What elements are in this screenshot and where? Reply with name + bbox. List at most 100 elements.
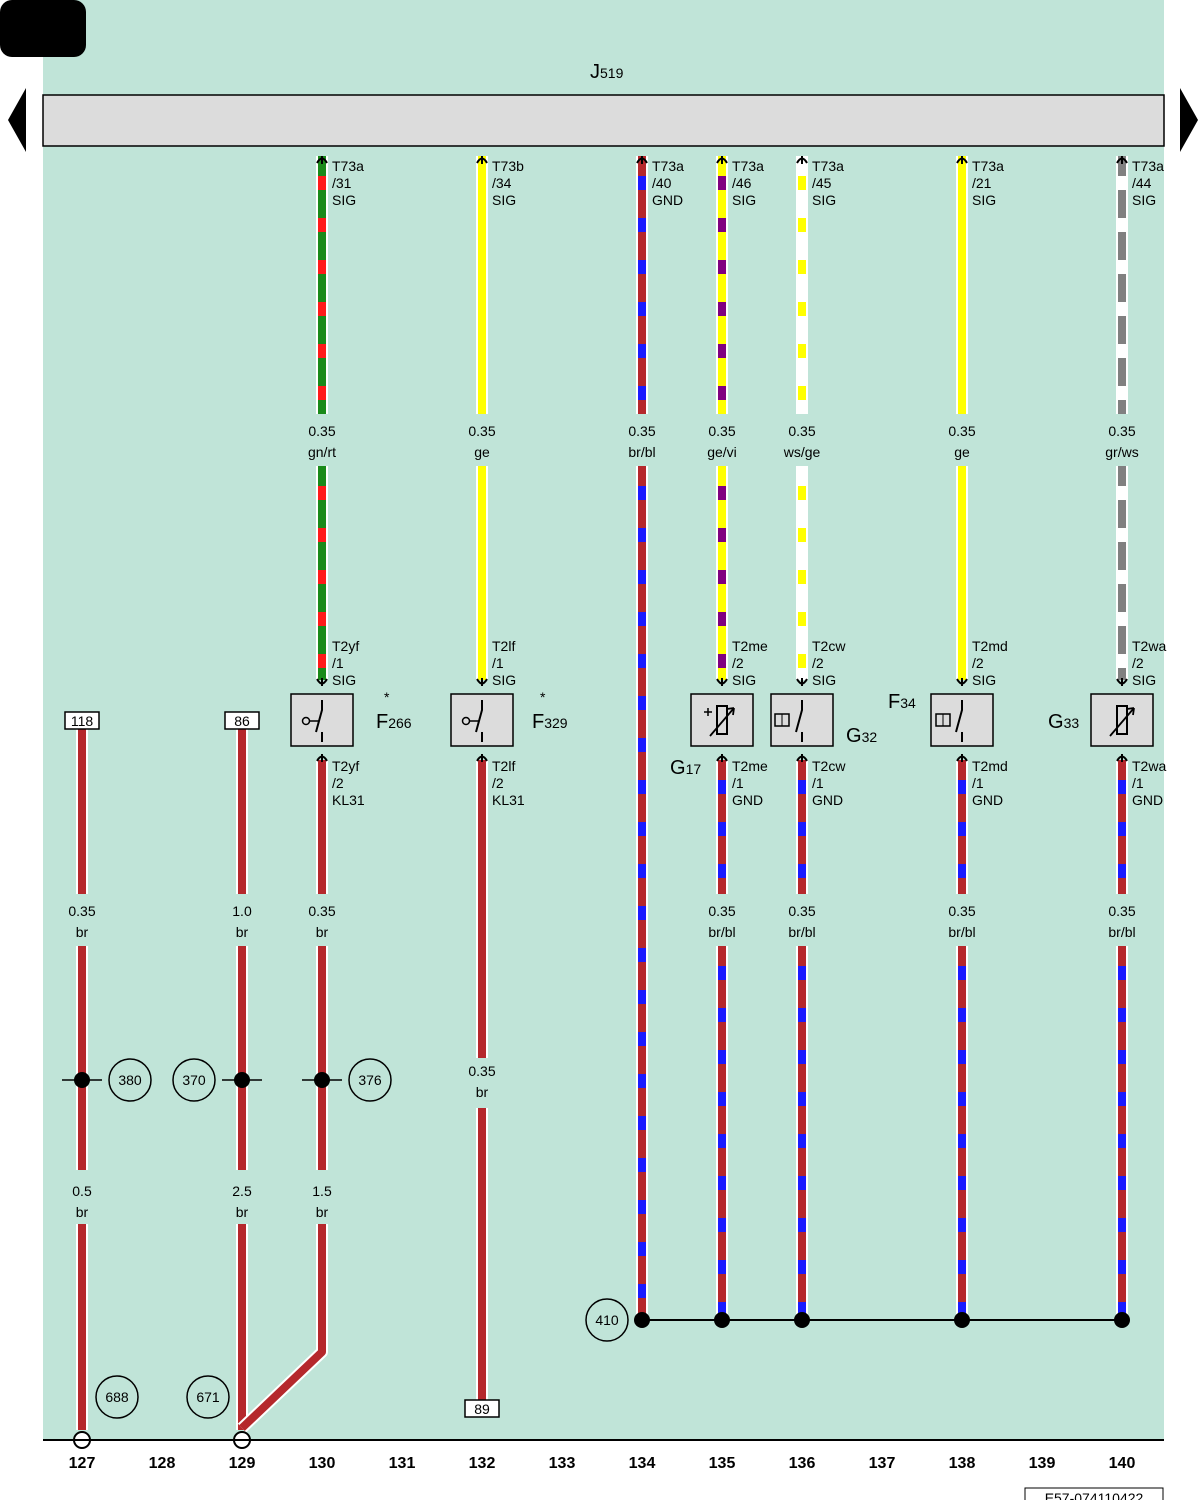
component-G32 <box>770 693 834 747</box>
component-F266-bottom-pin-2: KL31 <box>332 792 365 808</box>
column-number: 127 <box>69 1455 96 1472</box>
circle-ref-370: 370 <box>182 1072 206 1088</box>
top-wire-134-label-color: br/bl <box>628 444 655 460</box>
component-F329-pressure-icon <box>461 716 471 726</box>
doc-code: E57-074110422 <box>1045 1490 1144 1500</box>
component-G32-sender-icon <box>795 700 803 742</box>
top-wire-138-pin-0: T73a <box>972 158 1004 174</box>
column-number: 129 <box>229 1455 256 1472</box>
lower-wire-129-label-color: br <box>236 924 249 940</box>
lower-wire-127-label-size: 0.35 <box>68 903 95 919</box>
ground-bus-dot-138 <box>954 1312 970 1328</box>
top-wire-130-pin-0: T73a <box>332 158 364 174</box>
top-wire-132-label-size: 0.35 <box>468 423 495 439</box>
previous-page-arrow-icon[interactable] <box>8 88 26 152</box>
circle-ref-688-ring <box>95 1375 139 1419</box>
component-G17-top-pin-0: T2me <box>732 638 768 654</box>
column-number: 140 <box>1109 1455 1136 1472</box>
top-wire-140-pin-1: /44 <box>1132 175 1152 191</box>
component-G32-letter: G <box>846 725 862 747</box>
component-F329-top-pin-2: SIG <box>492 672 516 688</box>
lower-wire-132-label-color: br <box>476 1084 489 1100</box>
component-G33-variable-arrow-icon <box>1109 707 1135 737</box>
component-G33-designator: G33 <box>1048 711 1079 733</box>
component-F266-bottom-pin-1: /2 <box>332 775 344 791</box>
control-unit-letter: J <box>590 61 600 83</box>
circle-ref-376-ring <box>348 1058 392 1102</box>
lower-wire-135-label-size: 0.35 <box>708 903 735 919</box>
component-F34 <box>930 693 994 747</box>
component-F266-asterisk: * <box>384 689 390 705</box>
component-F266-top-pin-2: SIG <box>332 672 356 688</box>
next-page-arrow-icon[interactable] <box>1180 88 1198 152</box>
top-wire-132-pin-0: T73b <box>492 158 524 174</box>
circle-ref-370-ring <box>172 1058 216 1102</box>
lower-wire-136-label-color: br/bl <box>788 924 815 940</box>
column-number: 128 <box>149 1455 176 1472</box>
top-wire-138-pin-1: /21 <box>972 175 992 191</box>
labels-layer: 0.35gn/rtT73a/31SIG0.35geT73b/34SIG0.35b… <box>68 158 1166 1417</box>
top-wire-136-pin-1: /45 <box>812 175 832 191</box>
lower-wire-140-label-color: br/bl <box>1108 924 1135 940</box>
component-F266-top-pin-0: T2yf <box>332 638 359 654</box>
bottom-wire-127-label-color: br <box>76 1204 89 1220</box>
bottom-wire-130-label-color: br <box>316 1204 329 1220</box>
lower-wire-132-label-size: 0.35 <box>468 1063 495 1079</box>
lower-wire-130-label-size: 0.35 <box>308 903 335 919</box>
component-F266 <box>290 693 354 747</box>
splice-130-dot <box>314 1072 330 1088</box>
top-wire-135-label-size: 0.35 <box>708 423 735 439</box>
column-number: 135 <box>709 1455 736 1472</box>
ground-bus-dot-140 <box>1114 1312 1130 1328</box>
circle-ref-688: 688 <box>105 1389 129 1405</box>
component-F34-letter: F <box>888 691 900 713</box>
control-unit-number: 519 <box>600 65 624 81</box>
column-number: 139 <box>1029 1455 1056 1472</box>
lower-wire-130-label-color: br <box>316 924 329 940</box>
component-G32-number: 32 <box>862 729 878 745</box>
circle-ref-671-ring <box>186 1375 230 1419</box>
component-G32-bottom-pin-1: /1 <box>812 775 824 791</box>
component-F34-top-pin-1: /2 <box>972 655 984 671</box>
component-G33-box <box>1090 693 1154 747</box>
top-wire-140-pin-0: T73a <box>1132 158 1164 174</box>
component-G33-resistor-icon <box>1116 705 1128 735</box>
boxed-ref-89-box <box>464 1399 500 1418</box>
component-F329-top-pin-0: T2lf <box>492 638 515 654</box>
component-G32-top-pin-1: /2 <box>812 655 824 671</box>
component-G17-bottom-pin-1: /1 <box>732 775 744 791</box>
control-unit-label: J519 <box>590 61 624 83</box>
boxed-ref-89: 89 <box>474 1401 490 1417</box>
component-G17-resistor-icon <box>716 705 728 735</box>
circle-ref-380: 380 <box>118 1072 142 1088</box>
component-F266-number: 266 <box>388 715 412 731</box>
component-F266-switch-icon <box>315 700 323 742</box>
top-wire-130-pin-1: /31 <box>332 175 352 191</box>
top-wire-134-pin-1: /40 <box>652 175 672 191</box>
component-F329-bottom-pin-2: KL31 <box>492 792 525 808</box>
bottom-wire-130 <box>239 1224 326 1431</box>
component-G17-variable-arrow-icon <box>709 707 735 737</box>
component-G17-top-pin-2: SIG <box>732 672 756 688</box>
lower-wire-138-label-color: br/bl <box>948 924 975 940</box>
top-wire-134-pin-2: GND <box>652 192 683 208</box>
top-wire-136-label-color: ws/ge <box>783 444 821 460</box>
component-G33-top-pin-1: /2 <box>1132 655 1144 671</box>
component-F266-top-pin-1: /1 <box>332 655 344 671</box>
component-F329-number: 329 <box>544 715 568 731</box>
top-wire-130-label-color: gn/rt <box>308 444 336 460</box>
component-F329-designator: F329 <box>532 711 568 733</box>
component-G32-bottom-pin-0: T2cw <box>812 758 846 774</box>
component-F329-bottom-pin-0: T2lf <box>492 758 515 774</box>
component-F329 <box>450 693 514 747</box>
splice-127-dot <box>74 1072 90 1088</box>
top-wire-135-pin-1: /46 <box>732 175 752 191</box>
component-G17-designator: G17 <box>670 757 701 779</box>
component-G33-letter: G <box>1048 711 1064 733</box>
component-G32-top-pin-2: SIG <box>812 672 836 688</box>
top-wire-136-pin-0: T73a <box>812 158 844 174</box>
component-G17-temp-icon <box>704 708 712 716</box>
column-number: 131 <box>389 1455 416 1472</box>
column-number: 133 <box>549 1455 576 1472</box>
